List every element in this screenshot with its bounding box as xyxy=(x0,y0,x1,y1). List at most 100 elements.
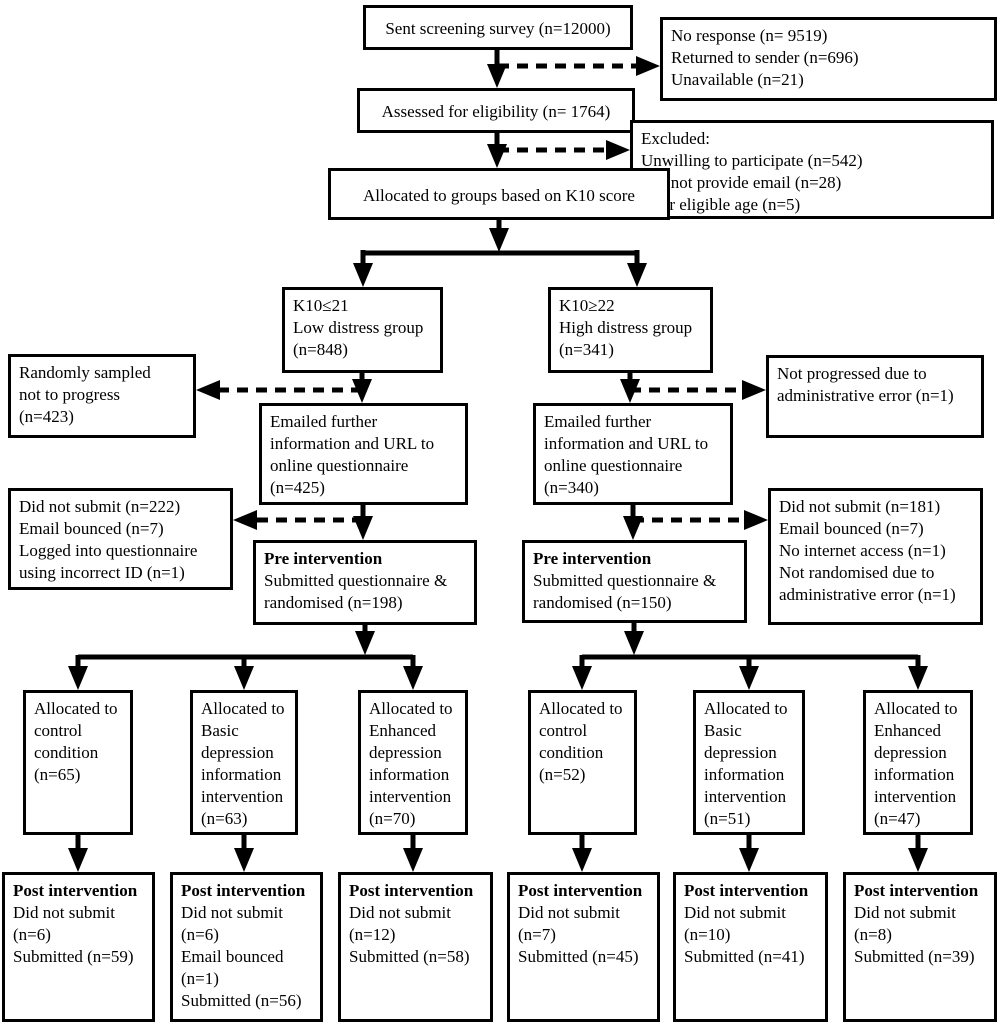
node-post-basic-low: Post intervention Did not submit (n=6) E… xyxy=(170,872,323,1022)
text-line: (n=47) xyxy=(874,809,921,828)
text-line: Enhanced xyxy=(874,721,942,740)
text-line: Sent screening survey (n=12000) xyxy=(385,19,611,38)
text-line: Submitted (n=39) xyxy=(854,947,975,966)
text-line: Over eligible age (n=5) xyxy=(641,195,801,214)
text-line: Submitted (n=58) xyxy=(349,947,470,966)
text-line: Assessed for eligibility (n= 1764) xyxy=(381,102,611,121)
node-allocated-enhanced-low: Allocated to Enhanced depression informa… xyxy=(358,690,468,835)
node-allocated-control-high: Allocated to control condition (n=52) xyxy=(528,690,637,835)
text-line: condition xyxy=(34,743,99,762)
text-line: condition xyxy=(539,743,604,762)
text-line: Did not submit (n=181) xyxy=(779,497,941,516)
text-line: Did not submit xyxy=(13,903,116,922)
text-line: randomised (n=198) xyxy=(264,593,403,612)
node-emailed-low: Emailed further information and URL to o… xyxy=(259,403,468,505)
text-line: Email bounced (n=7) xyxy=(779,519,924,538)
node-did-not-submit-low: Did not submit (n=222) Email bounced (n=… xyxy=(8,488,233,590)
node-post-basic-high: Post intervention Did not submit (n=10) … xyxy=(673,872,828,1022)
text-line: information xyxy=(874,765,955,784)
text-line: intervention xyxy=(369,787,452,806)
text-line: (n=12) xyxy=(349,925,396,944)
text-line: K10≤21 xyxy=(293,296,349,315)
text-line: (n=423) xyxy=(19,407,74,426)
text-line-bold: Post intervention xyxy=(181,881,306,900)
node-post-enhanced-low: Post intervention Did not submit (n=12) … xyxy=(338,872,493,1022)
text-line: (n=340) xyxy=(544,478,599,497)
node-post-control-high: Post intervention Did not submit (n=7) S… xyxy=(507,872,660,1022)
node-no-response: No response (n= 9519) Returned to sender… xyxy=(660,17,997,101)
text-line: Unavailable (n=21) xyxy=(671,70,804,89)
text-line: Submitted (n=59) xyxy=(13,947,134,966)
text-line: (n=51) xyxy=(704,809,751,828)
node-did-not-submit-high: Did not submit (n=181) Email bounced (n=… xyxy=(768,488,983,625)
text-line: information xyxy=(369,765,450,784)
text-line: Did not submit xyxy=(181,903,284,922)
node-allocated-control-low: Allocated to control condition (n=65) xyxy=(23,690,133,835)
node-low-distress-group: K10≤21 Low distress group (n=848) xyxy=(282,287,443,373)
node-randomly-sampled: Randomly sampled not to progress (n=423) xyxy=(8,354,196,438)
text-line: Logged into questionnaire xyxy=(19,541,198,560)
text-line: Returned to sender (n=696) xyxy=(671,48,859,67)
text-line-bold: Pre intervention xyxy=(533,549,652,568)
text-line: (n=425) xyxy=(270,478,325,497)
text-line: control xyxy=(34,721,83,740)
text-line: (n=10) xyxy=(684,925,731,944)
text-line: intervention xyxy=(874,787,957,806)
text-line: intervention xyxy=(201,787,284,806)
text-line: (n=6) xyxy=(13,925,51,944)
text-line: using incorrect ID (n=1) xyxy=(19,563,185,582)
text-line: Not randomised due to xyxy=(779,563,935,582)
node-allocated-enhanced-high: Allocated to Enhanced depression informa… xyxy=(863,690,973,835)
text-line: depression xyxy=(704,743,777,762)
text-line: (n=848) xyxy=(293,340,348,359)
text-line-bold: Post intervention xyxy=(854,881,979,900)
text-line: intervention xyxy=(704,787,787,806)
text-line: (n=6) xyxy=(181,925,219,944)
text-line: (n=52) xyxy=(539,765,586,784)
text-line: K10≥22 xyxy=(559,296,615,315)
text-line: (n=7) xyxy=(518,925,556,944)
text-line: Submitted (n=41) xyxy=(684,947,805,966)
text-line: Allocated to xyxy=(539,699,623,718)
text-line-bold: Pre intervention xyxy=(264,549,383,568)
text-line: Unwilling to participate (n=542) xyxy=(641,151,863,170)
node-excluded: Excluded: Unwilling to participate (n=54… xyxy=(630,120,994,219)
text-line: administrative error (n=1) xyxy=(779,585,956,604)
node-allocated-groups: Allocated to groups based on K10 score xyxy=(328,168,670,220)
text-line: Allocated to xyxy=(201,699,285,718)
text-line: (n=8) xyxy=(854,925,892,944)
text-line: Submitted questionnaire & xyxy=(264,571,448,590)
text-line: Allocated to xyxy=(34,699,118,718)
text-line: No internet access (n=1) xyxy=(779,541,946,560)
text-line-bold: Post intervention xyxy=(518,881,643,900)
node-assessed-eligibility: Assessed for eligibility (n= 1764) xyxy=(357,88,635,133)
text-line: online questionnaire xyxy=(544,456,683,475)
text-line: Did not submit xyxy=(349,903,452,922)
node-emailed-high: Emailed further information and URL to o… xyxy=(533,403,733,505)
node-not-progressed: Not progressed due to administrative err… xyxy=(766,355,984,438)
node-sent-screening-survey: Sent screening survey (n=12000) xyxy=(363,5,633,50)
text-line: randomised (n=150) xyxy=(533,593,672,612)
text-line: not to progress xyxy=(19,385,121,404)
text-line: administrative error (n=1) xyxy=(777,386,954,405)
node-post-enhanced-high: Post intervention Did not submit (n=8) S… xyxy=(843,872,997,1022)
text-line: Did not submit xyxy=(684,903,787,922)
text-line: Submitted (n=56) xyxy=(181,991,302,1010)
text-line: information and URL to xyxy=(270,434,435,453)
text-line: (n=63) xyxy=(201,809,248,828)
text-line: Submitted questionnaire & xyxy=(533,571,717,590)
text-line: High distress group xyxy=(559,318,693,337)
text-line: information xyxy=(201,765,282,784)
text-line: Emailed further xyxy=(544,412,652,431)
text-line: Allocated to xyxy=(704,699,788,718)
text-line: Basic xyxy=(201,721,239,740)
text-line: (n=341) xyxy=(559,340,614,359)
text-line: control xyxy=(539,721,588,740)
text-line: Submitted (n=45) xyxy=(518,947,639,966)
text-line: Randomly sampled xyxy=(19,363,151,382)
text-line: online questionnaire xyxy=(270,456,409,475)
text-line: information and URL to xyxy=(544,434,709,453)
text-line: (n=65) xyxy=(34,765,81,784)
